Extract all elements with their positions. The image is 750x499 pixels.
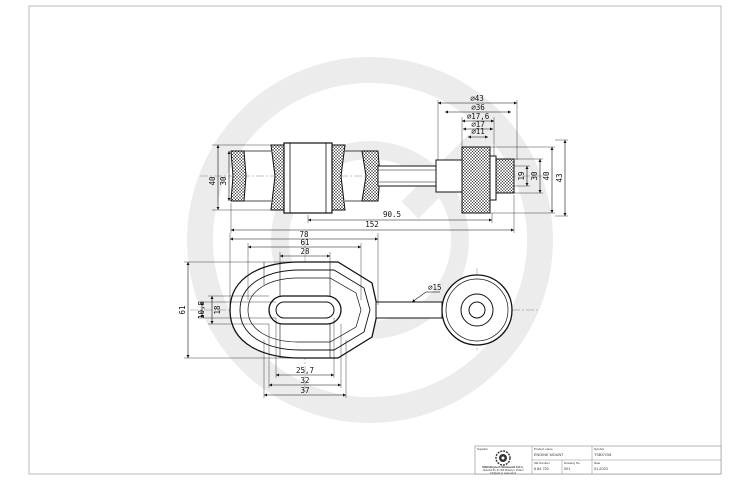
dim-right-30: 30 (530, 171, 539, 181)
dim-bottom-37: 37 (300, 386, 309, 395)
left-bushing-rubber-mid (270, 144, 285, 211)
dim-right-17: ⌀17 (471, 120, 485, 129)
dim-right-43-vertical: 43 (555, 173, 564, 182)
company-line1: ERBI Wojciech Wiśniewski S.K.A. (482, 465, 524, 469)
dim-top-height-18: 18 (213, 305, 222, 315)
right-top-dimension-stack: ⌀43 ⌀36 ⌀17,6 ⌀17 ⌀11 (437, 94, 518, 160)
oe-number-label: OE Number (534, 461, 550, 465)
dim-rod-diameter: ⌀15 (428, 283, 442, 292)
connecting-rod (377, 165, 437, 187)
left-bushing-rubber-far (361, 150, 381, 202)
dim-left-od-inner: 30 (219, 176, 228, 186)
supplier-label: Supplier (477, 447, 488, 451)
dim-right-11: ⌀11 (471, 127, 485, 136)
right-bushing-rubber-right (495, 158, 515, 194)
dim-top-61: 61 (300, 238, 309, 247)
dim-right-19: 19 (517, 171, 526, 180)
top-view-rod (375, 301, 443, 319)
dim-bottom-32: 32 (300, 376, 309, 385)
dim-right-43: ⌀43 (470, 94, 484, 103)
dim-top-78: 78 (299, 230, 309, 239)
oe-number-value: 6 84 720 (534, 467, 549, 471)
dim-right-17-6: ⌀17,6 (467, 112, 490, 121)
left-bushing-rubber-right (331, 144, 346, 211)
company-line2: Opaczka 65, 87-300 Wolsztyn, Poland (483, 469, 524, 472)
center-slot-inner (275, 301, 335, 319)
company-logo (495, 450, 511, 466)
title-block: Supplier ERBI Wojciech Wiśniewski S.K.A.… (474, 445, 722, 475)
date-value: 01.2023 (594, 467, 608, 471)
dim-top-height-10-5: 10,5 (197, 301, 206, 319)
left-bushing-rubber-left (230, 150, 247, 202)
right-bushing-core (489, 155, 497, 201)
drawing-no-label: Drawing No (564, 461, 580, 465)
dim-right-40: 40 (542, 171, 551, 181)
top-view: 78 61 28 61 18 10,5 ⌀15 25,7 3 (178, 230, 540, 398)
sheet-border (28, 5, 722, 475)
right-bushing-rubber-left (461, 146, 491, 214)
dim-overall-length: 152 (365, 220, 379, 229)
dim-top-28: 28 (300, 247, 310, 256)
date-label: Date (594, 461, 601, 465)
front-view: 40 30 90.5 152 ⌀43 ⌀36 ⌀17,6 ⌀17 ⌀11 (200, 94, 568, 233)
symbol-label: Symbol (594, 447, 604, 451)
dim-right-36: ⌀36 (471, 103, 485, 112)
housing-inner (239, 269, 371, 351)
symbol-value: TSBXYD8 (594, 453, 611, 457)
product-name-label: Product name (534, 447, 553, 451)
left-bushing-sleeve (283, 142, 333, 214)
dim-left-od-outer: 40 (208, 176, 217, 186)
right-bushing-flange-left (435, 159, 463, 193)
dim-bottom-25-7: 25,7 (296, 366, 314, 375)
right-side-dimension-stack: 19 30 40 43 (490, 139, 568, 217)
dim-center-distance: 90.5 (383, 210, 401, 219)
drawing-no-value: 001 (564, 467, 570, 471)
dim-top-height-61: 61 (178, 305, 187, 314)
company-line3: info@erbi.pl, www.erbi.pl (490, 472, 517, 475)
product-name-value: ENGINE MOUNT (534, 453, 564, 457)
round-bushing-bore (468, 301, 486, 319)
